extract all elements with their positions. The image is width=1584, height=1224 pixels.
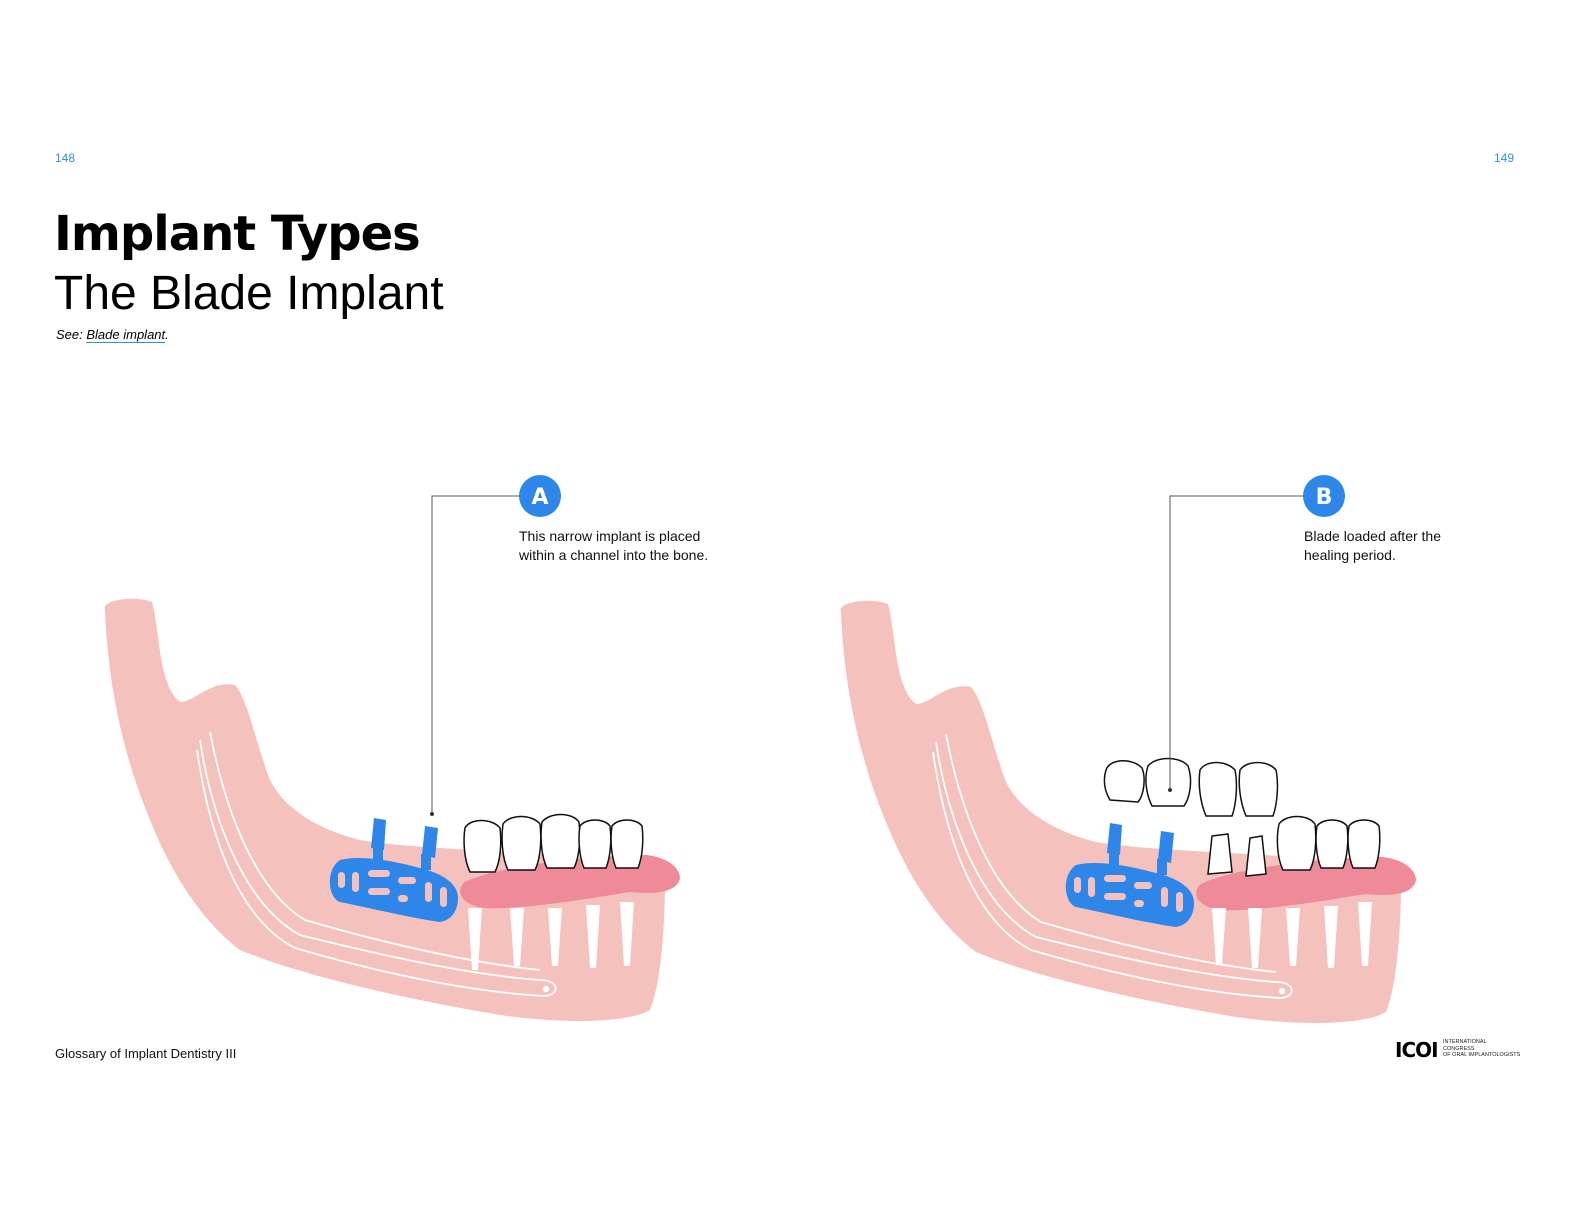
jaw-bone (104, 598, 665, 1022)
callout-b-text: Blade loaded after the healing period. (1304, 528, 1441, 563)
natural-teeth-crowns (463, 813, 644, 873)
tooth-roots (468, 902, 634, 970)
floating-crown-bridge (1103, 757, 1279, 817)
tooth-roots (1212, 902, 1372, 968)
logo-mark: ICOI (1395, 1038, 1439, 1062)
callout-a-leader (430, 495, 520, 816)
callout-a-text: This narrow implant is placed within a c… (519, 528, 709, 563)
illustration-b-jaw-with-loaded-blade: B (840, 475, 1416, 1024)
illustration-a-jaw-with-blade-implant: A (104, 475, 680, 1022)
blade-implant (329, 818, 458, 922)
page-title: Implant Types (54, 206, 421, 262)
publication-title: Glossary of Implant Dentistry III (55, 1046, 237, 1061)
callout-a-marker: A (519, 475, 561, 517)
callout-b-letter: B (1316, 485, 1333, 510)
logo-text: International Congress of Oral Implantol… (1443, 1039, 1523, 1059)
see-also-suffix: . (165, 327, 169, 342)
page-number-left: 148 (55, 151, 76, 165)
see-also-prefix: See: (56, 327, 83, 342)
page-subtitle: The Blade Implant (54, 267, 444, 320)
callout-b-marker: B (1303, 475, 1345, 517)
natural-teeth-crowns (1276, 815, 1381, 871)
see-also-line: See: Blade implant. (56, 327, 169, 343)
blade-implant-link[interactable]: Blade implant (86, 327, 166, 343)
prepared-abutment-teeth (1207, 833, 1267, 877)
logo-line-1: International (1443, 1039, 1487, 1045)
callout-b-leader (1169, 495, 1304, 788)
logo-line-3: of Oral Implantologists (1443, 1052, 1521, 1058)
page-number-right: 149 (1493, 151, 1514, 165)
jaw-bone (840, 600, 1401, 1024)
callout-a-letter: A (531, 485, 548, 510)
icoi-logo: ICOI International Congress of Oral Impl… (1395, 1036, 1520, 1062)
logo-line-2: Congress (1443, 1045, 1475, 1052)
blade-implant (1065, 823, 1194, 927)
